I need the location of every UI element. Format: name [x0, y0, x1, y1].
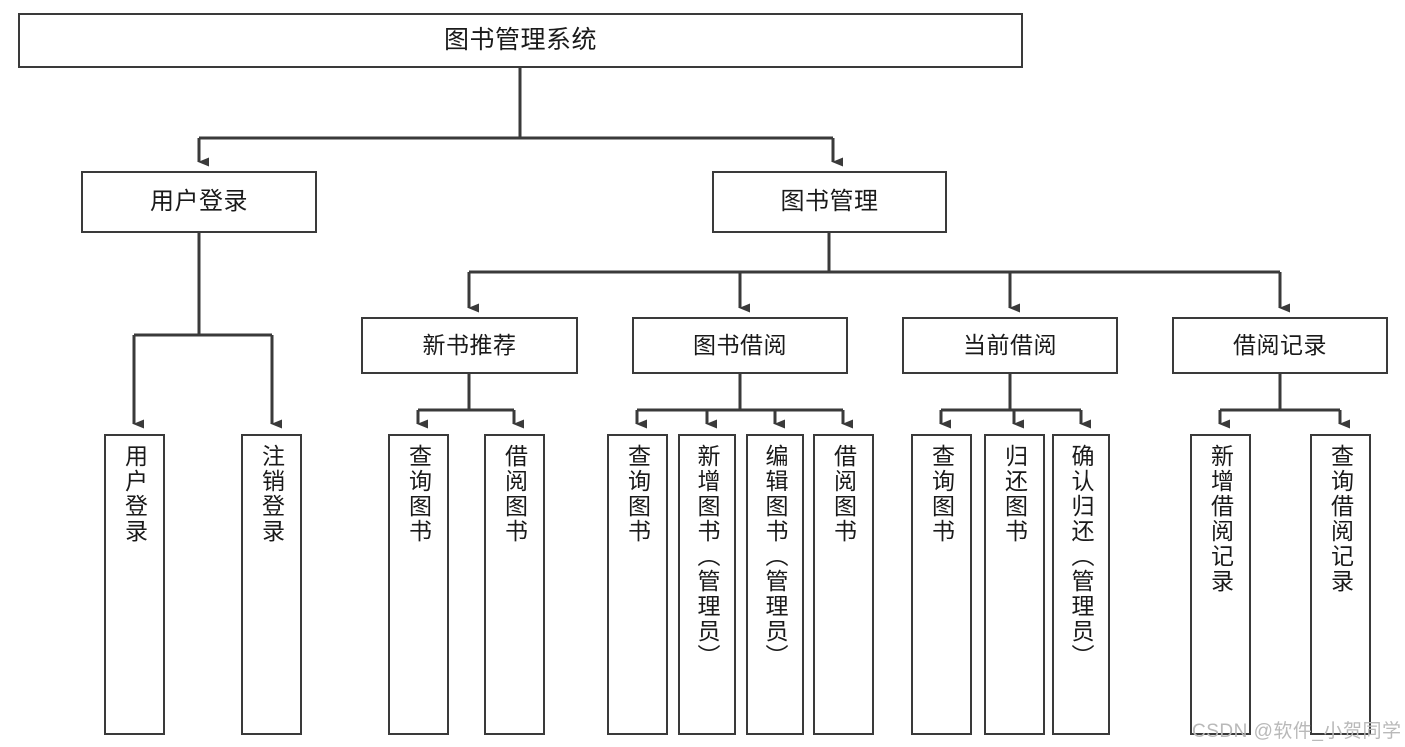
node-label: 图书管理系统: [443, 25, 597, 54]
node-root-book-management-system[interactable]: 图书管理系统: [18, 13, 1023, 68]
node-user-login[interactable]: 用户登录: [81, 171, 317, 233]
node-label: 编辑图书（管理员）: [762, 444, 789, 669]
node-book-borrow[interactable]: 图书借阅: [632, 317, 848, 374]
node-leaf-add-borrow-record[interactable]: 新增借阅记录: [1190, 434, 1251, 735]
node-leaf-edit-book-admin[interactable]: 编辑图书（管理员）: [746, 434, 804, 735]
node-label: 查询图书: [405, 444, 432, 544]
node-current-borrow[interactable]: 当前借阅: [902, 317, 1118, 374]
node-leaf-return-book[interactable]: 归还图书: [984, 434, 1045, 735]
node-new-book-recommend[interactable]: 新书推荐: [361, 317, 578, 374]
node-book-management[interactable]: 图书管理: [712, 171, 947, 233]
node-label: 借阅图书: [830, 444, 857, 544]
node-leaf-query-book-3[interactable]: 查询图书: [911, 434, 972, 735]
node-label: 新书推荐: [422, 331, 517, 358]
node-leaf-borrow-book-1[interactable]: 借阅图书: [484, 434, 545, 735]
node-label: 新增图书（管理员）: [694, 444, 721, 669]
node-leaf-query-book-2[interactable]: 查询图书: [607, 434, 668, 735]
node-leaf-confirm-return[interactable]: 确认归还（管理员）: [1052, 434, 1110, 735]
node-label: 注销登录: [258, 444, 285, 544]
node-label: 图书管理: [780, 187, 879, 215]
node-label: 当前借阅: [963, 331, 1057, 358]
node-label: 用户登录: [121, 444, 148, 544]
node-label: 借阅记录: [1233, 331, 1327, 358]
node-label: 借阅图书: [501, 444, 528, 544]
node-label: 归还图书: [1001, 444, 1028, 544]
node-leaf-borrow-book-2[interactable]: 借阅图书: [813, 434, 874, 735]
node-leaf-user-login[interactable]: 用户登录: [104, 434, 165, 735]
node-label: 查询图书: [624, 444, 651, 544]
node-label: 确认归还（管理员）: [1068, 444, 1095, 669]
node-label: 查询借阅记录: [1327, 444, 1354, 594]
node-borrow-record[interactable]: 借阅记录: [1172, 317, 1388, 374]
node-leaf-user-logout[interactable]: 注销登录: [241, 434, 302, 735]
node-label: 新增借阅记录: [1207, 444, 1234, 594]
node-leaf-query-borrow-record[interactable]: 查询借阅记录: [1310, 434, 1371, 735]
node-label: 图书借阅: [693, 331, 787, 358]
node-label: 用户登录: [150, 187, 248, 215]
node-leaf-add-book-admin[interactable]: 新增图书（管理员）: [678, 434, 736, 735]
node-label: 查询图书: [928, 444, 955, 544]
node-leaf-query-book-1[interactable]: 查询图书: [388, 434, 449, 735]
